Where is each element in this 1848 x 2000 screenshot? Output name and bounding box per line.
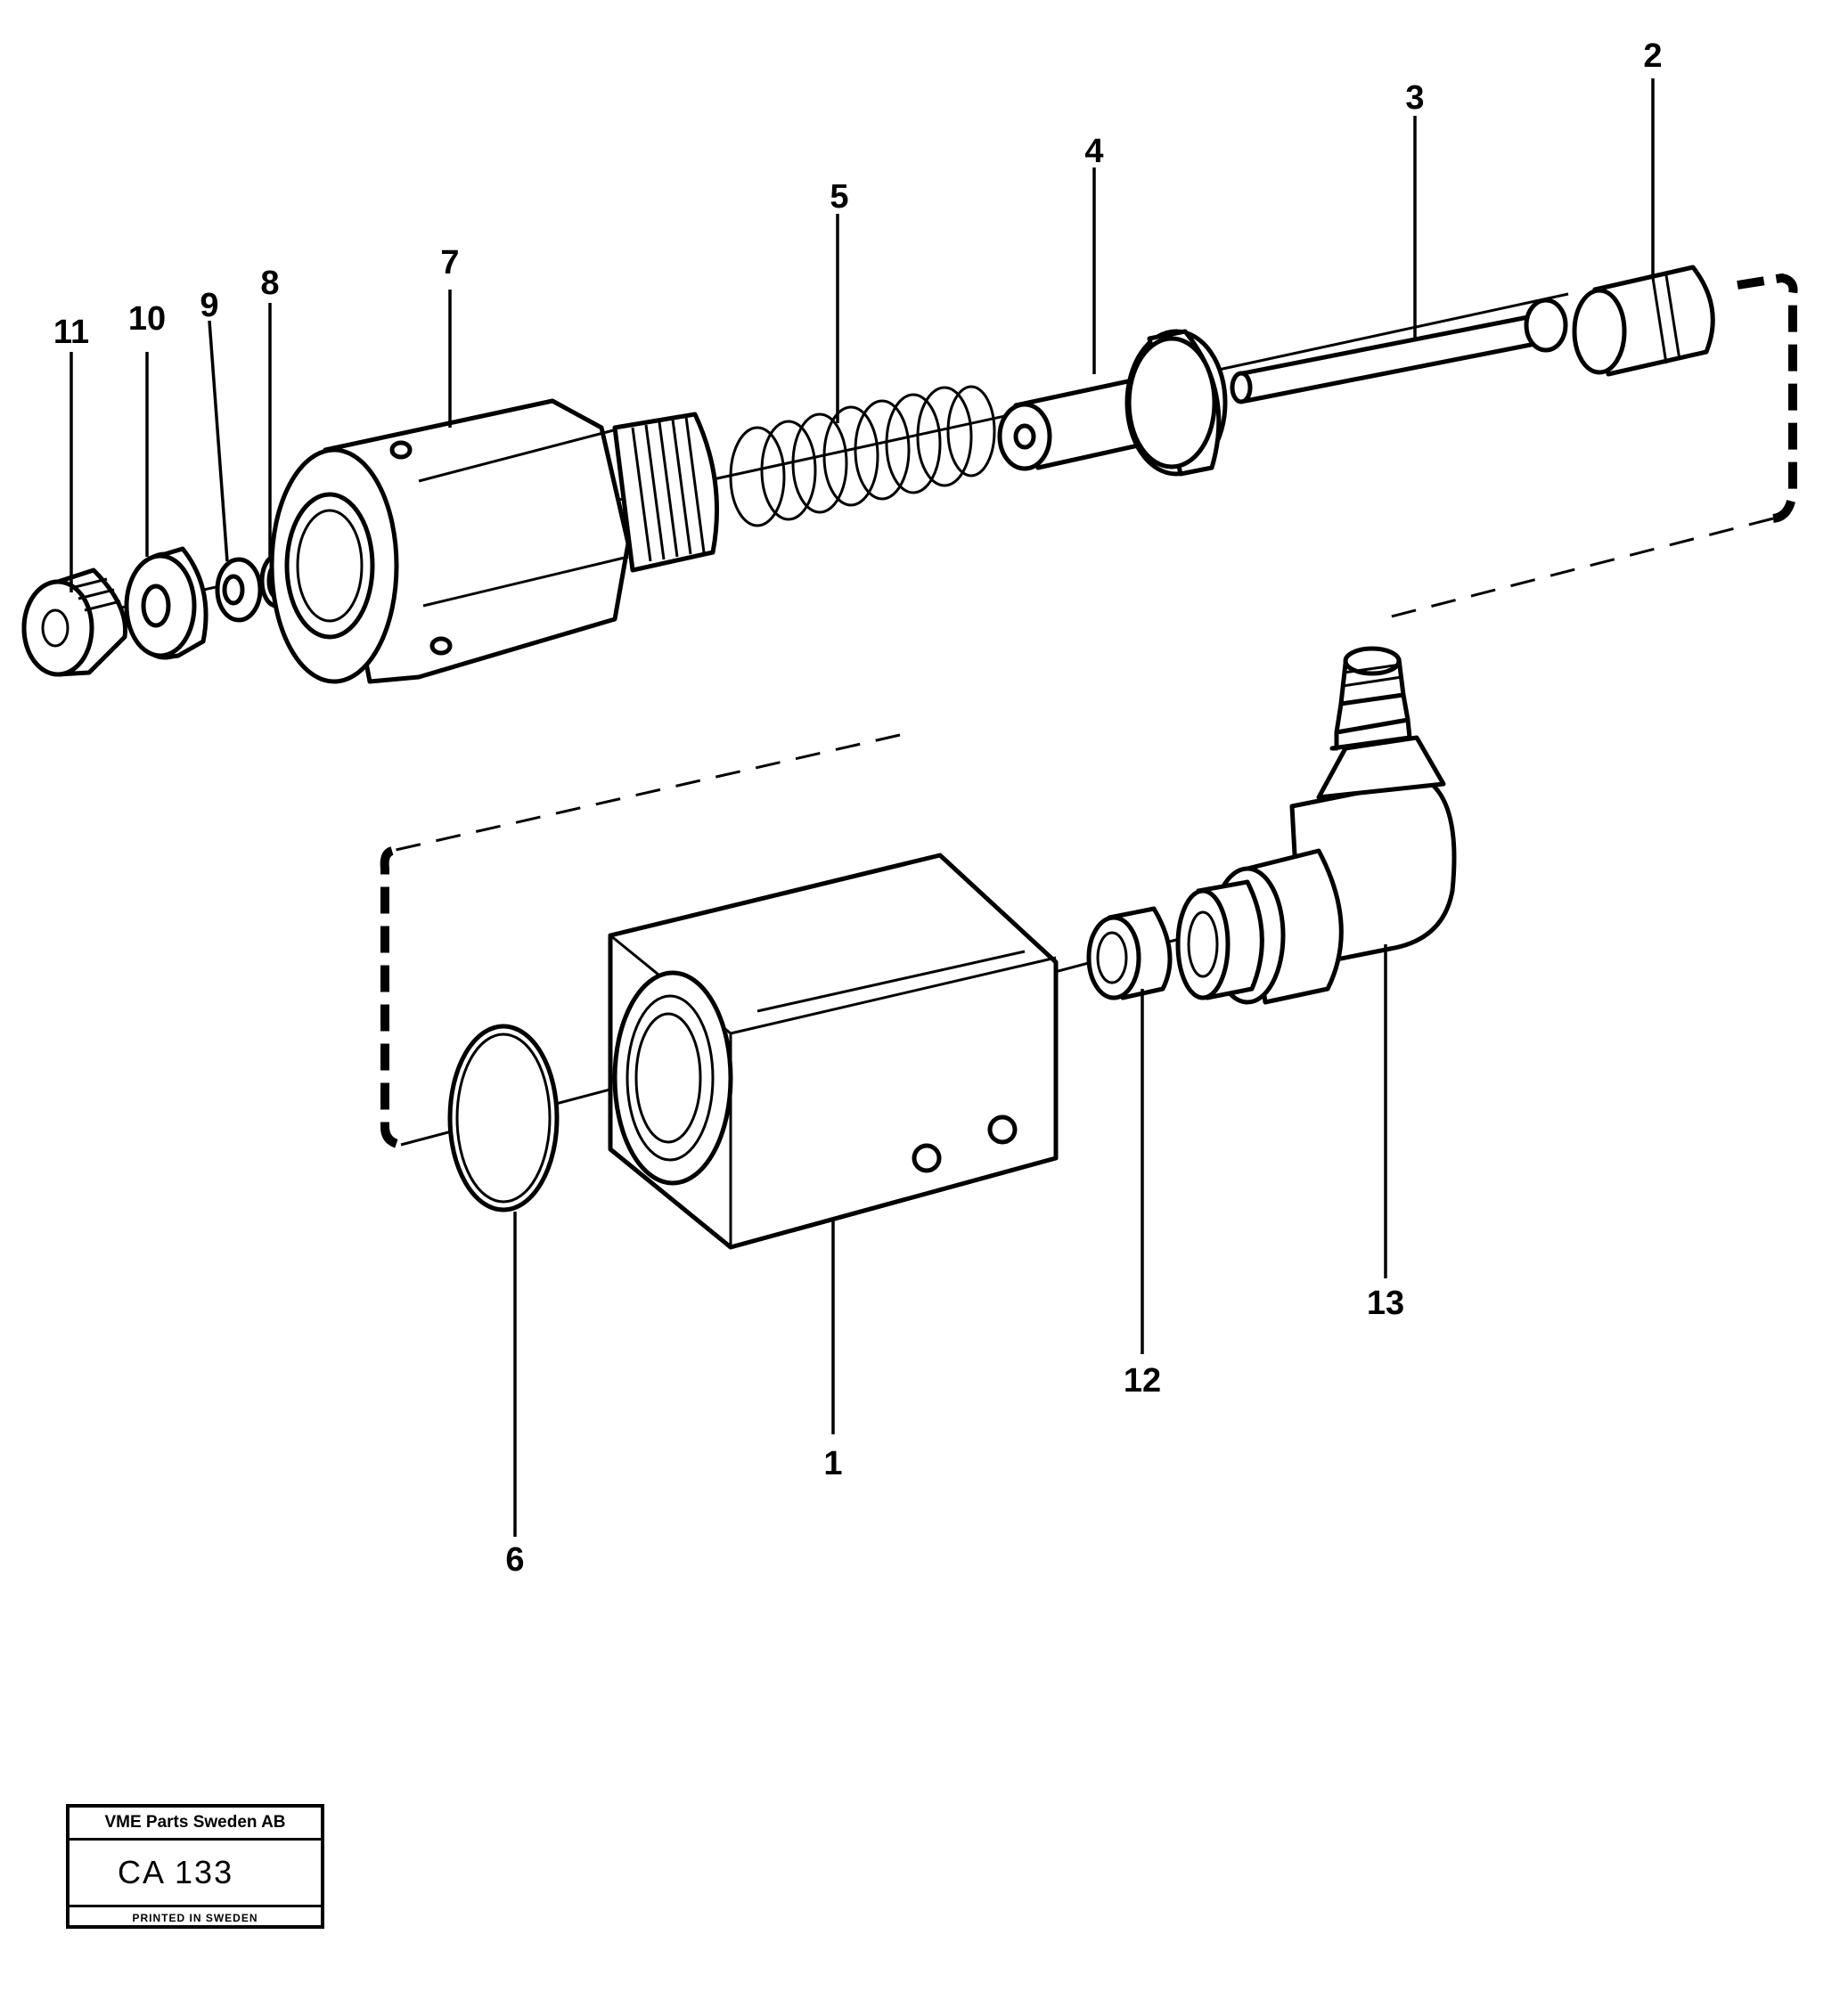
callout-11: 11 (53, 314, 89, 351)
callout-12: 12 (1124, 1362, 1161, 1400)
callout-7: 7 (440, 244, 459, 282)
title-stamp: VME Parts Sweden AB CA 133 PRINTED IN SW… (66, 1804, 324, 1929)
callout-10: 10 (128, 300, 166, 338)
stamp-code: CA 133 (70, 1841, 321, 1907)
upper-connector-bracket (1737, 273, 1798, 523)
leader-lines (70, 78, 1655, 1537)
part-1-valve-block (608, 853, 1059, 1250)
callout-8: 8 (260, 265, 279, 302)
upper-connector-dash (1380, 517, 1774, 621)
part-11-plug (21, 567, 128, 677)
part-9-washer (215, 557, 263, 623)
part-10-washer (124, 546, 209, 660)
part-3-pin (1230, 298, 1568, 404)
part-2-plunger (1572, 265, 1715, 377)
callout-3: 3 (1405, 79, 1424, 117)
callout-1: 1 (823, 1445, 842, 1482)
callout-2: 2 (1643, 37, 1662, 75)
callout-4: 4 (1084, 133, 1103, 170)
part-7-valve-housing (269, 398, 719, 684)
callout-13: 13 (1367, 1285, 1404, 1322)
lower-connector-bracket (380, 846, 403, 1149)
stamp-printed: PRINTED IN SWEDEN (132, 1912, 258, 1924)
part-5-spring (729, 385, 996, 527)
part-4-piston (997, 329, 1228, 477)
part-6-o-ring (447, 1024, 560, 1212)
lower-connector-dash (391, 733, 901, 853)
part-13-elbow-fitting (1175, 646, 1457, 1005)
part-12-bushing (1086, 906, 1173, 1000)
callout-6: 6 (505, 1541, 524, 1579)
stamp-company: VME Parts Sweden AB (70, 1808, 321, 1841)
callout-5: 5 (830, 178, 848, 216)
callout-9: 9 (200, 287, 218, 324)
